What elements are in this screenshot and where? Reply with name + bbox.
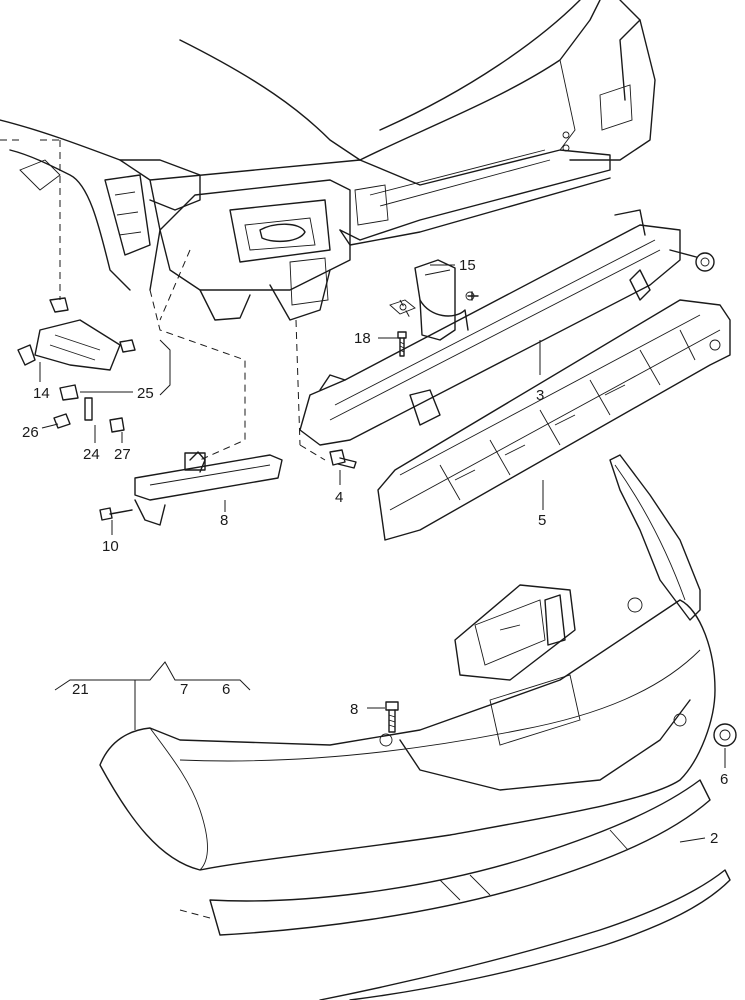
callout-4: 4 [335, 489, 343, 506]
callout-7: 7 [180, 681, 188, 698]
callout-8-screw: 8 [350, 701, 358, 718]
callout-24: 24 [83, 446, 100, 463]
vehicle-body-rear [0, 0, 656, 321]
mounting-bracket [389, 259, 479, 341]
license-plate-mount [454, 584, 576, 681]
callout-27: 27 [114, 446, 131, 463]
callout-labels: 15 18 3 4 5 14 25 26 24 27 8 10 21 7 6 8… [22, 257, 728, 847]
callout-14: 14 [33, 385, 50, 402]
energy-absorber [377, 299, 731, 541]
callout-25: 25 [137, 385, 154, 402]
bumper-impact-bar [299, 209, 715, 446]
bolt-4 [329, 449, 357, 469]
dashed-guide-lines [0, 139, 411, 919]
callout-21: 21 [72, 681, 89, 698]
callout-18: 18 [354, 330, 371, 347]
callout-6-cap: 6 [720, 771, 728, 788]
callout-26: 26 [22, 424, 39, 441]
callout-6-top: 6 [222, 681, 230, 698]
callout-15: 15 [459, 257, 476, 274]
callout-2: 2 [710, 830, 718, 847]
bolt-10 [99, 507, 133, 521]
callout-5: 5 [538, 512, 546, 529]
bumper-cover [99, 454, 737, 1000]
bumper-guide-bracket [134, 451, 283, 526]
callout-leader-lines [39, 264, 726, 843]
callout-10: 10 [102, 538, 119, 555]
screw-8 [379, 701, 399, 747]
small-hardware-cluster [17, 297, 136, 433]
screw-18 [397, 331, 407, 357]
callout-3: 3 [536, 387, 544, 404]
callout-8-guide: 8 [220, 512, 228, 529]
